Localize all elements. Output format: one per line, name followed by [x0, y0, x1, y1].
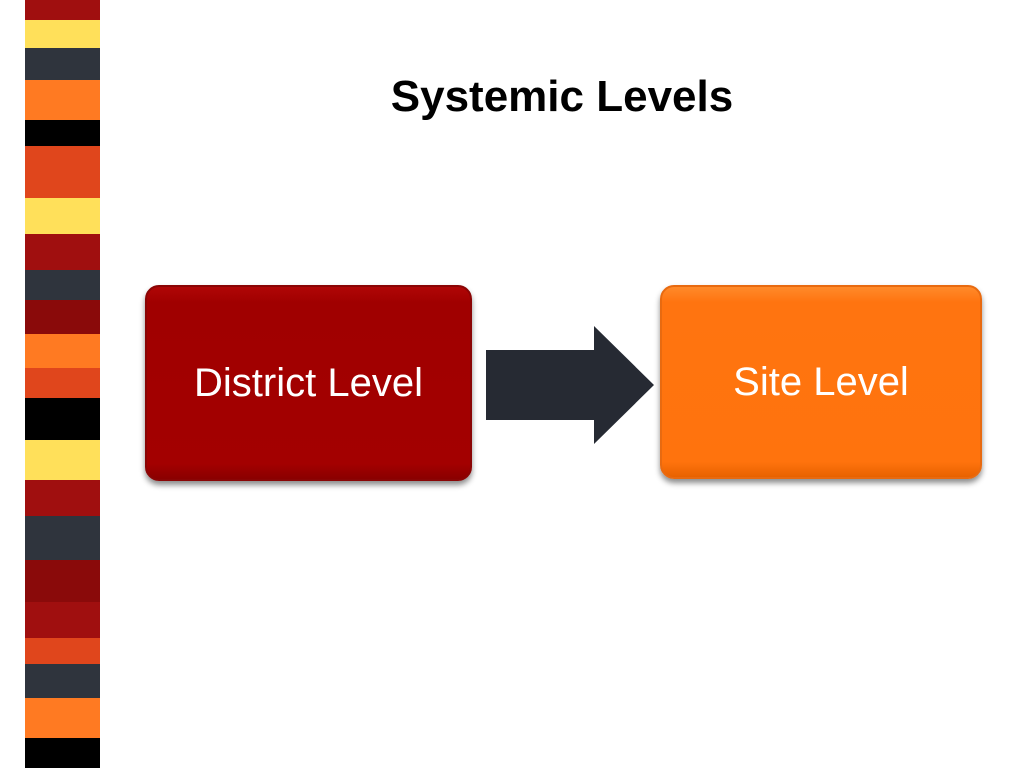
stripe: [25, 398, 100, 440]
stripe: [25, 120, 100, 146]
stripe: [25, 440, 100, 480]
node-district-level: District Level: [145, 285, 472, 481]
stripe: [25, 80, 100, 120]
stripe: [25, 698, 100, 738]
stripe: [25, 638, 100, 664]
stripe: [25, 480, 100, 516]
stripe: [25, 368, 100, 398]
stripe: [25, 48, 100, 80]
stripe: [25, 270, 100, 300]
stripe: [25, 602, 100, 638]
slide-title: Systemic Levels: [390, 72, 734, 121]
node-site-level: Site Level: [660, 285, 982, 479]
stripe: [25, 664, 100, 698]
stripe: [25, 300, 100, 334]
connector-arrow: [486, 326, 654, 444]
arrow-right-icon: [486, 326, 654, 444]
node-label: Site Level: [733, 359, 909, 404]
stripe: [25, 234, 100, 270]
stripe: [25, 516, 100, 560]
stripe: [25, 198, 100, 234]
stripe: [25, 560, 100, 602]
stripe: [25, 334, 100, 368]
stripe: [25, 738, 100, 768]
stripe: [25, 20, 100, 48]
stripe: [25, 146, 100, 198]
decorative-stripe-bar: [25, 0, 100, 768]
stripe: [25, 0, 100, 20]
node-label: District Level: [194, 360, 423, 405]
